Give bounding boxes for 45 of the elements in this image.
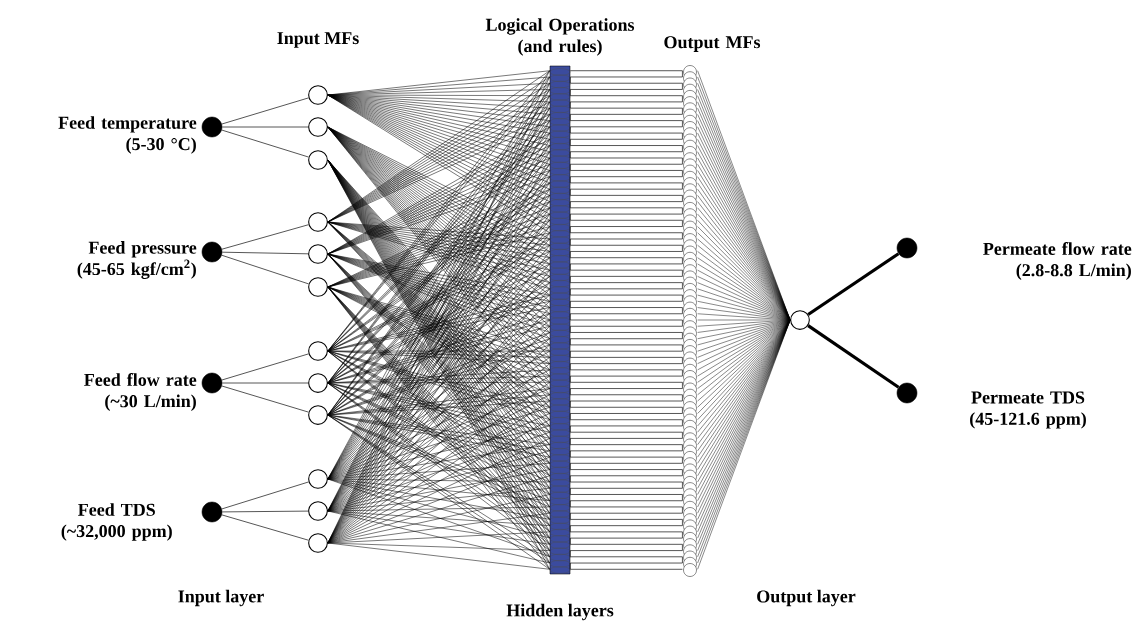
- connection-line: [221, 510, 309, 513]
- connection-line: [807, 324, 900, 389]
- connection-line: [697, 70, 791, 570]
- neuron-circle: [308, 85, 328, 105]
- connection-line: [221, 254, 309, 285]
- variable-label: Feed temperature (5-30 °C): [58, 116, 197, 154]
- layer-label: Output layer: [757, 589, 856, 607]
- variable-label: Permeate TDS (45-121.6 ppm): [970, 391, 1086, 429]
- connection-line: [221, 126, 309, 128]
- connection-line: [221, 224, 309, 250]
- neuron-circle: [308, 117, 328, 137]
- column-heading: Output MFs: [664, 36, 761, 52]
- connection-line: [327, 126, 550, 402]
- column-heading: Logical Operations (and rules): [485, 18, 635, 56]
- neuron-circle: [308, 277, 328, 297]
- connection-line: [327, 70, 550, 458]
- connection-line: [221, 251, 309, 255]
- connection-line: [221, 385, 309, 413]
- connection-line: [221, 353, 309, 381]
- neuron-circle: [308, 373, 328, 393]
- connection-line: [327, 126, 550, 514]
- connection-line: [569, 70, 683, 570]
- variable-label: Permeate flow rate (2.8-8.8 L/min): [983, 242, 1132, 280]
- neuron-circle: [308, 212, 328, 232]
- connection-line: [221, 382, 309, 384]
- neuron-circle: [308, 469, 328, 489]
- variable-label: Feed pressure (45-65 kgf/cm$^{2}$): [77, 241, 197, 279]
- layer-label: Input layer: [178, 589, 264, 607]
- connection-line: [327, 70, 550, 233]
- neuron-circle: [308, 150, 328, 170]
- connection-line: [221, 97, 309, 125]
- connection-line: [807, 252, 900, 316]
- variable-label: Feed flow rate (~30 L/min): [84, 373, 197, 411]
- layer-label: Hidden layers: [506, 603, 614, 621]
- neuron-circle: [308, 341, 328, 361]
- neuron-circle: [790, 310, 810, 330]
- variable-label: Feed TDS (~32,000 ppm): [61, 503, 172, 541]
- neuron-circle: [308, 244, 328, 264]
- connection-line: [221, 129, 309, 158]
- neuron-circle: [308, 405, 328, 425]
- column-label: Input MFs: [277, 32, 359, 48]
- connection-line: [221, 481, 309, 510]
- neuron-circle: [308, 501, 328, 521]
- connection-line: [221, 514, 309, 541]
- neuron-circle: [308, 533, 328, 553]
